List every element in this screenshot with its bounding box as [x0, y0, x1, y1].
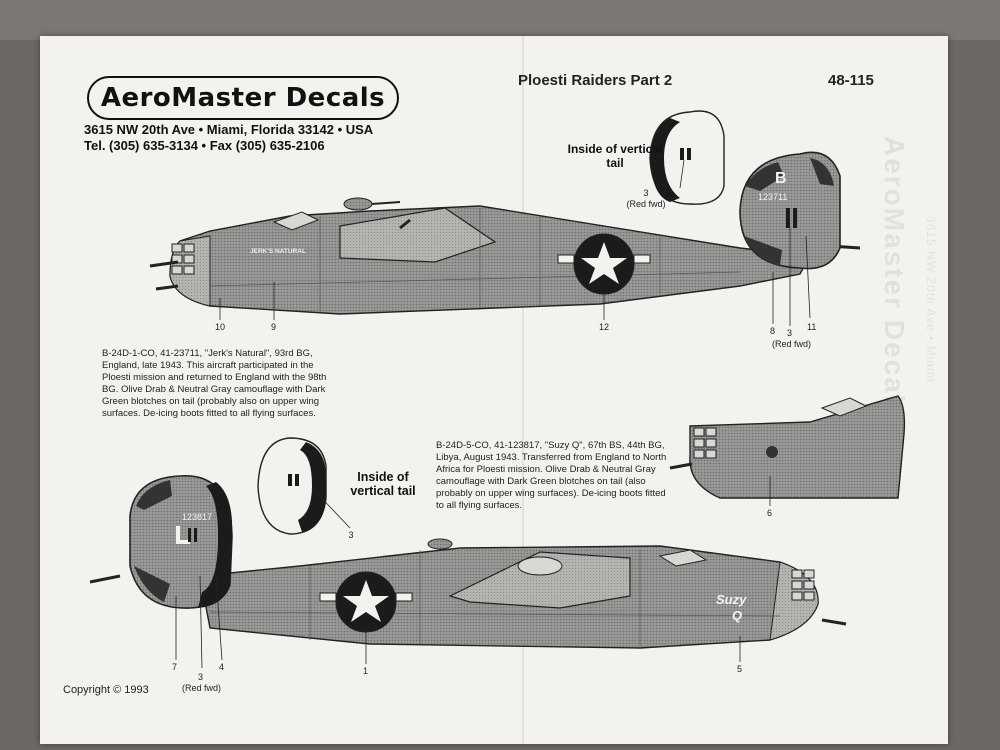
- nose-art-jerks-natural: JERK'S NATURAL: [250, 248, 306, 255]
- callout-3a-note: (Red fwd): [772, 339, 812, 349]
- sheet-title: Ploesti Raiders Part 2: [518, 72, 673, 89]
- aircraft-1-profile: [149, 151, 861, 315]
- aircraft-1-inside-tail: [649, 110, 725, 205]
- aircraft-2-description: B-24D-5-CO, 41-123817, "Suzy Q", 67th BS…: [436, 440, 667, 511]
- callout-1: 1: [363, 666, 369, 676]
- callout-9: 9: [271, 322, 277, 332]
- callout-11: 11: [807, 322, 817, 332]
- aircraft-2-profile: [89, 475, 847, 649]
- brand-contact: 3615 NW 20th Ave • Miami, Florida 33142 …: [84, 122, 373, 154]
- callout-3b-note: (Red fwd): [182, 683, 222, 693]
- brand-logo: AeroMaster Decals: [87, 76, 399, 120]
- decal-instruction-sheet: AeroMaster Decals 3615 NW 20th Ave • Mia…: [40, 36, 948, 744]
- aircraft-1-description: B-24D-1-CO, 41-23711, "Jerk's Natural", …: [102, 348, 327, 419]
- inside-tail-label-1: Inside of vertical tail: [567, 142, 663, 170]
- nose-art-suzy: Suzy: [716, 592, 747, 607]
- callout-3b: 3: [198, 672, 204, 682]
- callout-6: 6: [767, 508, 773, 518]
- brand-phone: Tel. (305) 635-3134 • Fax (305) 635-2106: [84, 138, 325, 153]
- callout-4: 4: [219, 662, 225, 672]
- brand-name: AeroMaster Decals: [100, 83, 386, 113]
- callout-leaders: [175, 159, 811, 669]
- nose-art-q: Q: [732, 608, 743, 623]
- callout-10: 10: [215, 322, 226, 332]
- inside-tail-label-2: Inside of vertical tail: [350, 470, 416, 498]
- background-edge: [0, 0, 1000, 40]
- aircraft-2-inside-tail: [257, 437, 327, 535]
- aircraft-drawings: [89, 110, 906, 669]
- callout-inside-1: 3 (Red fwd): [626, 188, 666, 209]
- tail-serial-2: 123817: [182, 512, 213, 522]
- bleed-through-address: 3615 NW 20th Ave • Miami: [924, 216, 938, 383]
- callout-7: 7: [172, 662, 178, 672]
- callout-8: 8: [770, 326, 776, 336]
- callout-inside-2: 3: [348, 530, 354, 540]
- brand-address: 3615 NW 20th Ave • Miami, Florida 33142 …: [84, 122, 374, 137]
- callout-5: 5: [737, 664, 743, 674]
- callout-3a: 3: [787, 328, 793, 338]
- fold-line: [522, 36, 524, 744]
- copyright: Copyright © 1993: [63, 684, 149, 696]
- nose-art-detail: [669, 395, 906, 506]
- bleed-through-logo: AeroMaster Decals: [879, 136, 910, 423]
- tail-serial-1: 123711: [758, 192, 788, 202]
- sheet-code: 48-115: [828, 72, 874, 89]
- callout-12: 12: [599, 322, 610, 332]
- tail-letter: B: [775, 170, 787, 187]
